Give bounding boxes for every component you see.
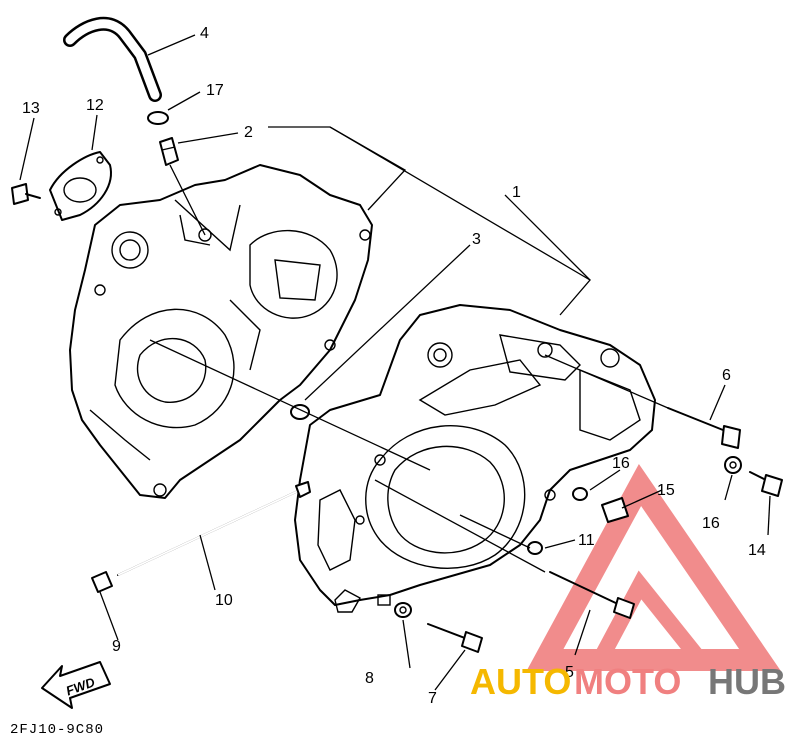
callout-5: 5 [565, 664, 574, 681]
part-dowel-9 [91, 571, 113, 593]
part-washer-16-lower [572, 487, 588, 501]
callout-15: 15 [657, 482, 675, 499]
left-crankcase-half [69, 164, 373, 499]
part-gasket [49, 151, 112, 221]
forward-direction-arrow: FWD [41, 661, 111, 709]
watermark-text-hub: HUB [708, 661, 786, 702]
part-washer-8 [394, 602, 412, 618]
callout-10: 10 [215, 592, 233, 609]
callout-1: 1 [512, 184, 521, 201]
part-dowel-3 [290, 404, 310, 420]
callout-7: 7 [428, 690, 437, 707]
watermark-text-auto: AUTO [470, 661, 571, 702]
watermark-brand: AUTO MOTO HUB [470, 661, 786, 702]
part-screw-15 [601, 497, 629, 523]
callout-numbers: 1 2 3 4 5 6 7 8 9 10 11 12 13 14 15 16 1… [22, 25, 766, 707]
callout-6: 6 [722, 367, 731, 384]
part-nipple [159, 137, 179, 166]
part-screw-13 [11, 183, 41, 205]
callout-17: 17 [206, 82, 224, 99]
right-crankcase-half [294, 304, 656, 613]
callout-8: 8 [365, 670, 374, 687]
leader-lines [19, 34, 771, 691]
callout-12: 12 [86, 97, 104, 114]
part-oring-11 [527, 541, 543, 555]
part-washer-16-right [724, 456, 742, 474]
alignment-lines [149, 164, 669, 573]
callout-4: 4 [200, 25, 209, 42]
part-stud-10 [117, 481, 311, 576]
part-screw-14 [749, 471, 783, 497]
watermark-text-moto: MOTO [574, 661, 681, 702]
callout-3: 3 [472, 231, 481, 248]
part-bolt-6 [667, 407, 741, 449]
callout-16-right: 16 [702, 515, 720, 532]
part-hose [63, 16, 162, 102]
callout-14: 14 [748, 542, 766, 559]
part-clip [147, 111, 169, 125]
diagram-part-code: 2FJ10-9C80 [10, 722, 104, 738]
callout-2: 2 [244, 124, 253, 141]
part-bolt-7 [427, 623, 483, 653]
watermark-logo [526, 463, 781, 671]
part-bolt-5 [549, 571, 635, 619]
callout-11: 11 [578, 532, 595, 549]
callout-13: 13 [22, 100, 40, 117]
callout-9: 9 [112, 638, 121, 655]
callout-16-lower: 16 [612, 455, 630, 472]
